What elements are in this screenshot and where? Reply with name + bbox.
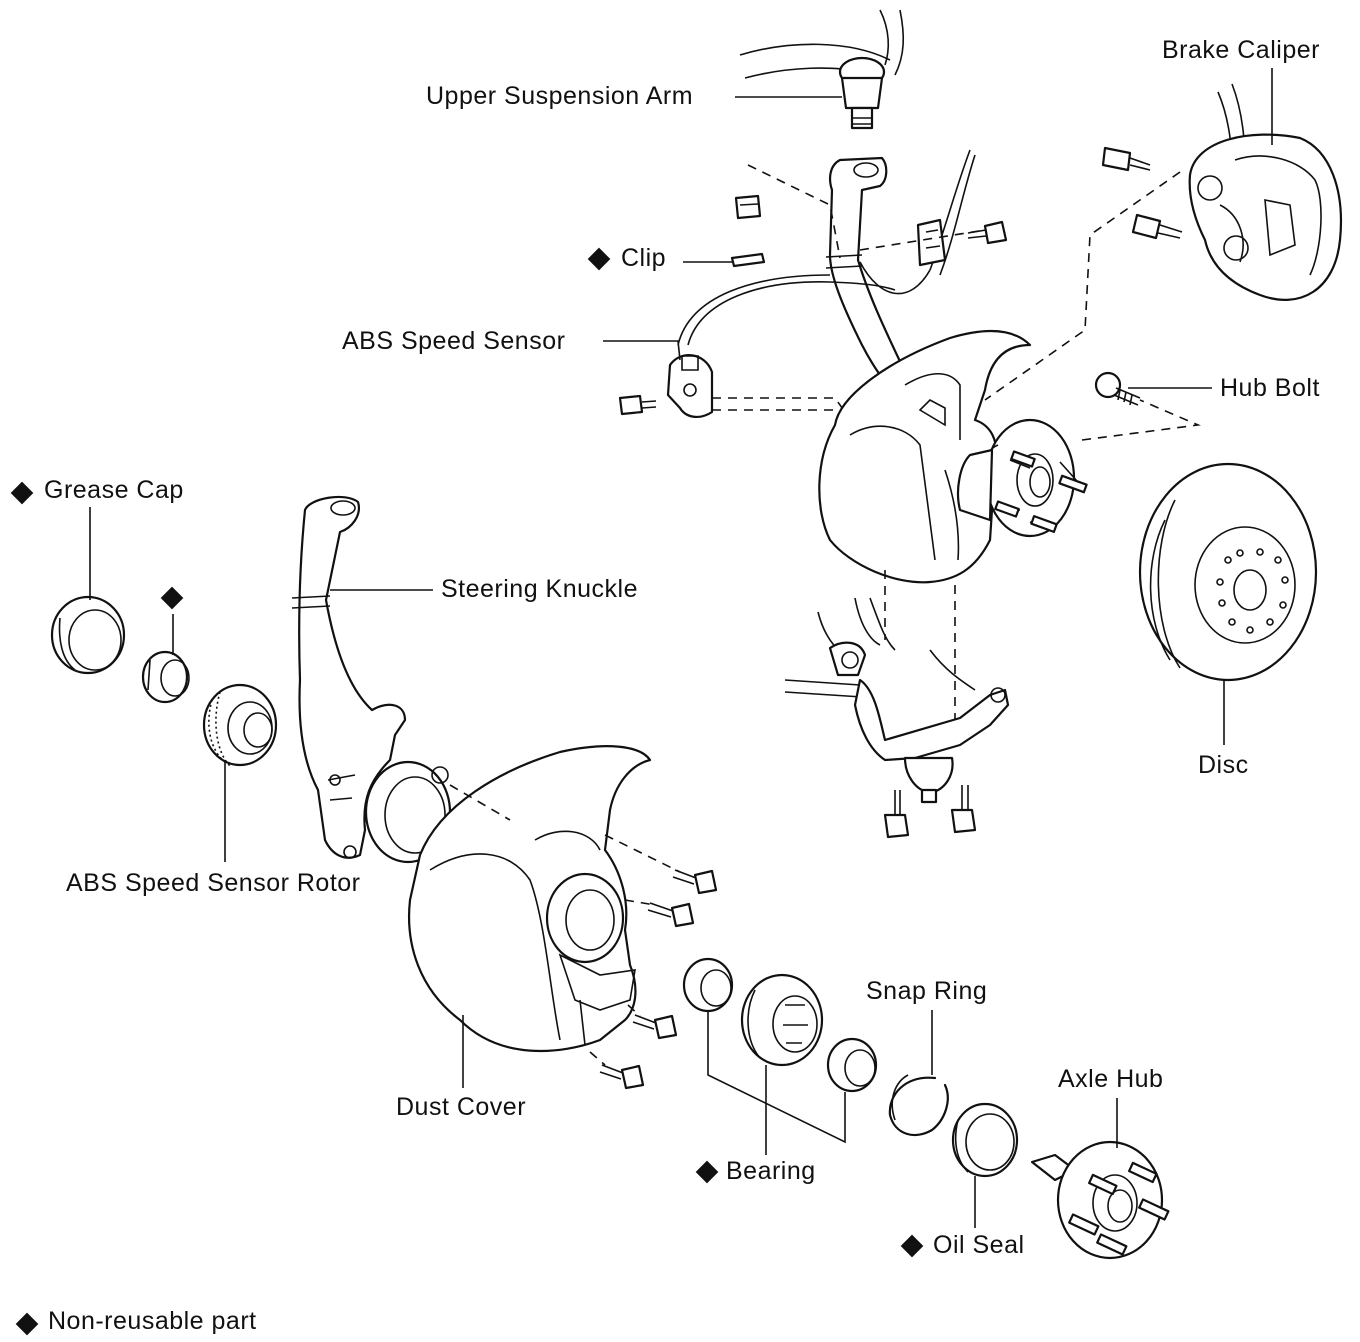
- dust-cover-bolts: [449, 784, 718, 1090]
- label-bearing: Bearing: [726, 1157, 816, 1185]
- label-abs-speed-sensor-rotor: ABS Speed Sensor Rotor: [66, 869, 361, 897]
- label-dust-cover: Dust Cover: [396, 1093, 527, 1121]
- legend-text: Non-reusable part: [48, 1307, 257, 1335]
- small-seal-shape: [141, 650, 190, 704]
- bearing-shape: [682, 957, 878, 1093]
- brake-caliper-shape: [1101, 83, 1342, 301]
- label-abs-speed-sensor: ABS Speed Sensor: [342, 327, 566, 355]
- abs-speed-sensor-shape: [618, 149, 1008, 418]
- snap-ring-shape: [888, 1074, 949, 1137]
- label-brake-caliper: Brake Caliper: [1162, 36, 1320, 64]
- abs-speed-sensor-rotor-shape: [202, 683, 278, 767]
- upper-dust-cover-shape: [818, 329, 1032, 584]
- label-oil-seal: Oil Seal: [933, 1231, 1025, 1259]
- oil-seal-shape: [951, 1102, 1019, 1178]
- grease-cap-shape: [50, 595, 126, 675]
- upper-knuckle-shape: [734, 156, 947, 427]
- upper-suspension-arm-shape: [739, 9, 905, 130]
- lower-suspension-arm-shape: [784, 570, 1010, 839]
- disc-shape: [1138, 462, 1318, 682]
- dust-cover-shape: [408, 745, 652, 1053]
- upper-axle-hub-shape: [956, 418, 1088, 538]
- label-disc: Disc: [1198, 751, 1249, 779]
- label-axle-hub: Axle Hub: [1058, 1065, 1164, 1093]
- steering-knuckle-shape: [291, 495, 452, 864]
- label-upper-suspension-arm: Upper Suspension Arm: [426, 82, 694, 110]
- label-grease-cap: Grease Cap: [44, 476, 184, 504]
- leader-lines: [89, 68, 1273, 1228]
- axle-hub-shape: [1030, 1140, 1170, 1260]
- hub-bolt-shape: [1094, 371, 1141, 406]
- label-clip: Clip: [621, 244, 667, 272]
- label-snap-ring: Snap Ring: [866, 977, 988, 1005]
- label-hub-bolt: Hub Bolt: [1220, 374, 1320, 402]
- label-steering-knuckle: Steering Knuckle: [441, 575, 639, 603]
